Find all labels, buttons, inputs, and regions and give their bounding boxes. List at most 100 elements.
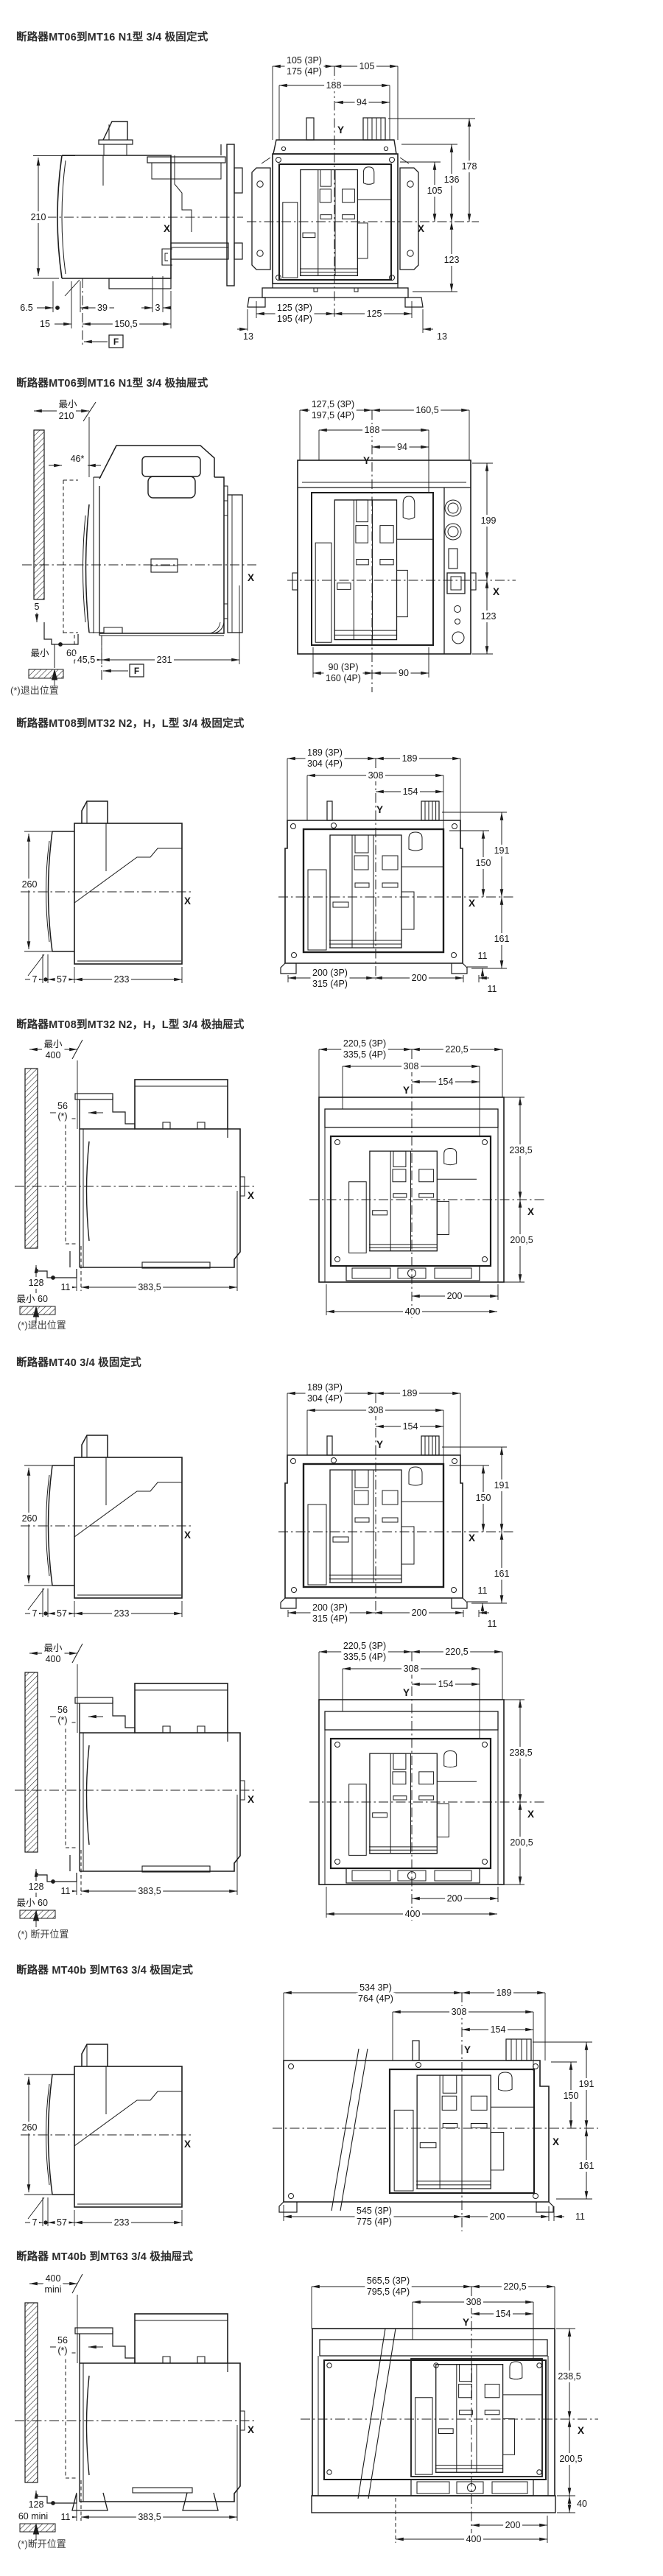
x-axis-label: X (552, 2136, 559, 2147)
dim-label: 200 (505, 2520, 521, 2530)
dim-label: 308 (368, 770, 384, 781)
dim-label: 260 (22, 2122, 38, 2133)
dim-label: 150 (564, 2091, 579, 2101)
dim-label: 90 (399, 668, 409, 678)
dim-label: 6.5 (20, 303, 32, 313)
y-axis-label: Y (376, 1439, 383, 1450)
dim-label: 200,5 (559, 2454, 582, 2464)
dim-label: 175 (4P) (287, 66, 322, 77)
dim-label: 150 (476, 1493, 491, 1503)
dim-label: 400 (46, 2273, 61, 2284)
dim-label: 220,5 (3P) (343, 1038, 386, 1049)
dim-label: 238,5 (509, 1748, 532, 1758)
dim-label: 128 (29, 1882, 44, 1892)
section-caption-s6-mt40-drawout: (*) 断开位置 (18, 1929, 69, 1940)
s8-side-view (15, 2273, 254, 2541)
dim-label: 最小 (43, 1039, 63, 1049)
section-title-s2-mt06-mt16-drawout: 断路器MT06到MT16 N1型 3/4 极抽屉式 (16, 378, 208, 390)
dim-label: 191 (579, 2079, 594, 2089)
y-axis-label: Y (463, 2317, 469, 2328)
dim-label: 197,5 (4P) (312, 410, 354, 420)
dim-label: 308 (452, 2007, 467, 2017)
dim-label: 200,5 (510, 1235, 533, 1245)
dim-label: 57 (57, 2217, 67, 2228)
dim-label: 125 (3P) (277, 303, 312, 313)
dim-label: 188 (365, 425, 380, 435)
dim-label: 11 (61, 1282, 71, 1292)
y-axis-label: Y (403, 1687, 410, 1698)
dim-label: 238,5 (509, 1145, 532, 1155)
dim-label: 565,5 (3P) (367, 2276, 410, 2286)
s6-front-view (309, 1650, 545, 1921)
dim-label: 3 (155, 303, 161, 313)
dim-label: 最小 (30, 648, 49, 658)
dim-label: 最小 (58, 399, 77, 409)
dim-label: (*) (57, 1111, 67, 1122)
section-caption-s2-mt06-mt16-drawout: (*)退出位置 (10, 685, 59, 696)
dim-label: 308 (368, 1405, 384, 1415)
s2-side-view (22, 401, 256, 686)
dim-label: 200 (447, 1291, 463, 1301)
dim-label: 308 (404, 1061, 419, 1071)
dim-label: 383,5 (138, 2512, 161, 2522)
dim-label: 105 (427, 186, 443, 196)
dim-label: 200,5 (510, 1837, 533, 1848)
s5-side-view (21, 1435, 193, 1617)
dim-label: 11 (575, 2211, 585, 2222)
dim-label: 335,5 (4P) (343, 1652, 386, 1662)
y-axis-label: Y (363, 455, 370, 466)
dim-label: 178 (462, 161, 477, 172)
dim-label: 189 (3P) (307, 747, 343, 758)
s6-side-view (15, 1643, 254, 1927)
dim-label: 400 (405, 1306, 421, 1317)
dim-label: 128 (29, 1278, 44, 1288)
x-axis-label: X (578, 2425, 584, 2436)
x-axis-label: X (184, 2139, 191, 2150)
dim-label: 136 (444, 175, 460, 185)
x-axis-label: X (248, 1794, 254, 1805)
dim-label: 534 3P) (359, 1982, 392, 1993)
s8-front-view (301, 2284, 598, 2543)
dim-label: 231 (157, 655, 172, 665)
dim-label: 7 (32, 2217, 38, 2228)
dim-label: 191 (494, 1480, 510, 1491)
dim-label: 200 (412, 973, 427, 983)
dim-label: 154 (403, 786, 418, 797)
dim-label: 56 (57, 1705, 68, 1715)
dim-label: 94 (397, 442, 407, 452)
dim-label: 154 (438, 1077, 454, 1087)
dim-label: 304 (4P) (307, 759, 343, 769)
dim-label: 56 (57, 2335, 68, 2346)
dim-label: 199 (481, 515, 497, 526)
dim-label: 220,5 (445, 1044, 468, 1055)
x-axis-label: X (527, 1206, 534, 1217)
section-title-s7-mt40b-mt63-fixed: 断路器 MT40b 到MT63 3/4 极固定式 (16, 1965, 194, 1977)
dim-label: 160 (4P) (326, 673, 361, 683)
x-axis-label: X (418, 223, 424, 234)
s3-side-view (21, 800, 193, 983)
dim-label: 11 (488, 984, 497, 994)
dim-label: 161 (494, 934, 510, 944)
s1-side-view (29, 121, 243, 348)
dim-label: 308 (404, 1664, 419, 1674)
dim-label: 189 (3P) (307, 1382, 343, 1393)
dim-label: 11 (61, 1886, 71, 1896)
dim-label: 60 (38, 1898, 48, 1908)
dim-label: (*) (57, 1715, 67, 1725)
section-title-s4-mt08-mt32-drawout: 断路器MT08到MT32 N2，H，L型 3/4 极抽屉式 (16, 1019, 245, 1031)
dim-label: 最小 (43, 1643, 63, 1653)
dim-label: 5 (35, 602, 40, 612)
s4-front-view (309, 1047, 545, 1318)
dim-label: 233 (114, 2217, 130, 2228)
section-title-s3-mt08-mt32-fixed: 断路器MT08到MT32 N2，H，L型 3/4 极固定式 (16, 718, 245, 730)
section-title-s1-mt06-mt16-fixed: 断路器MT06到MT16 N1型 3/4 极固定式 (16, 32, 208, 43)
dim-label: 383,5 (138, 1886, 161, 1896)
dim-label: 60 (66, 648, 77, 658)
dim-label: 57 (57, 1608, 67, 1619)
x-axis-label: X (469, 898, 475, 909)
dim-label: 191 (494, 845, 510, 856)
dim-label: 125 (367, 309, 382, 319)
s7-front-view (273, 1991, 598, 2231)
dim-label: 260 (22, 1513, 38, 1524)
